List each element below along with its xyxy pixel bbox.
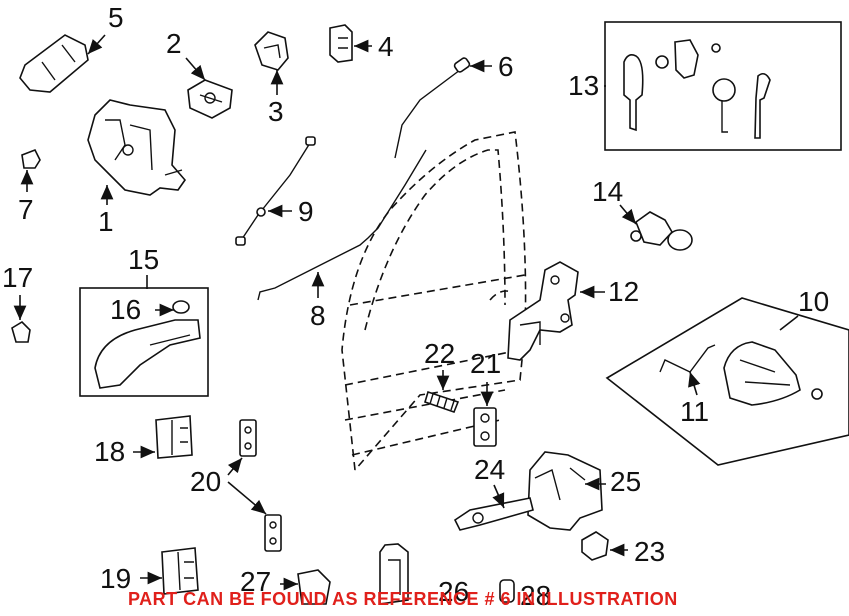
callout-14: 14 (592, 176, 624, 207)
check-bumper-part (581, 531, 609, 561)
callout-13: 13 (568, 70, 600, 101)
callout-4: 4 (378, 31, 394, 62)
handle-rod-part (257, 149, 427, 301)
latch-bracket-part (187, 79, 233, 119)
callout-3: 3 (268, 96, 284, 127)
ignition-cylinder-part (630, 211, 693, 251)
callout-5: 5 (108, 2, 124, 33)
callout-11: 11 (680, 396, 710, 427)
keys-part (623, 39, 771, 139)
callout-8: 8 (310, 300, 326, 331)
lock-cylinder-part (19, 34, 89, 93)
outside-handle-box (605, 297, 849, 466)
callout-27: 27 (240, 566, 272, 597)
pad-part (297, 569, 331, 605)
callout-17: 17 (2, 262, 34, 293)
callout-18: 18 (94, 436, 126, 467)
striker-part (473, 407, 497, 447)
callout-21: 21 (470, 348, 502, 379)
leader-lines (13, 34, 799, 591)
callout-1: 1 (98, 206, 114, 237)
nut-part (11, 320, 31, 343)
callout-9: 9 (298, 196, 314, 227)
grommet-part (21, 148, 41, 169)
door-lock-actuator-part (87, 99, 187, 196)
inside-handle-part (94, 300, 201, 389)
outside-handle-kit-part (659, 341, 823, 406)
inside-handle-box (79, 287, 209, 397)
lock-rod-part (394, 57, 471, 159)
callout-26: 26 (438, 576, 470, 607)
door-outline (341, 131, 527, 471)
door-check-part (453, 451, 603, 531)
weatherstrip-part (379, 543, 409, 605)
outside-handle-part (507, 261, 579, 361)
callout-15: 15 (128, 244, 160, 275)
callout-2: 2 (166, 28, 182, 59)
callout-24: 24 (474, 454, 506, 485)
callout-20: 20 (190, 466, 222, 497)
callout-10: 10 (798, 286, 830, 317)
spring-part (424, 390, 460, 414)
callout-23: 23 (634, 536, 666, 567)
actuator-rod-part (235, 136, 316, 246)
lower-hinge-part (161, 547, 199, 595)
callout-22: 22 (424, 338, 456, 369)
plug-part (499, 579, 515, 603)
reference-note: PART CAN BE FOUND AS REFERENCE # 6 IN IL… (128, 589, 678, 609)
hinge-shim-part (239, 419, 282, 552)
bumper-part (254, 31, 289, 71)
callout-6: 6 (498, 51, 514, 82)
callout-25: 25 (610, 466, 642, 497)
callout-7: 7 (18, 194, 34, 225)
callout-16: 16 (110, 294, 142, 325)
upper-hinge-part (155, 415, 193, 459)
callout-28: 28 (520, 580, 552, 611)
callout-12: 12 (608, 276, 640, 307)
clip-part (329, 24, 353, 63)
callout-19: 19 (100, 563, 132, 594)
